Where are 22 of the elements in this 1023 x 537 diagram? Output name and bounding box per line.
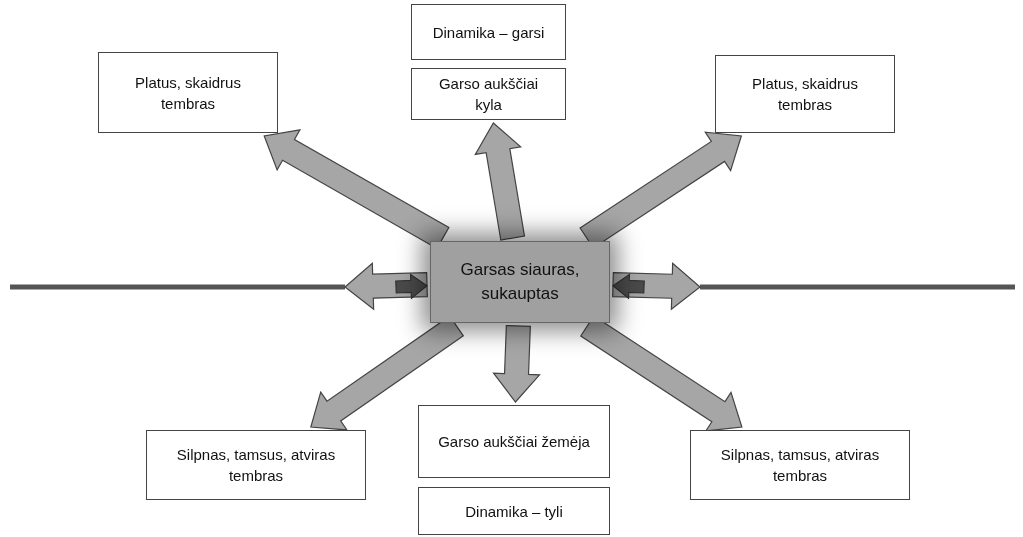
box-text: Dinamika – tyli xyxy=(465,501,563,522)
text-box xyxy=(690,430,910,500)
box-text: Silpnas, tamsus, atviras tembras xyxy=(175,445,337,486)
box-text: Silpnas, tamsus, atviras tembras xyxy=(719,445,881,486)
block-arrow xyxy=(492,324,541,403)
box-text: Garso aukščiai žemėja xyxy=(438,432,590,452)
text-box xyxy=(418,405,610,478)
box-text: Platus, skaidrus tembras xyxy=(134,72,242,114)
center-box xyxy=(430,241,610,323)
box-text: Platus, skaidrus tembras xyxy=(751,74,859,115)
box-text: Garso aukščiai kyla xyxy=(437,74,540,115)
box-text: Garsas siauras, sukauptas xyxy=(459,259,581,305)
text-box xyxy=(146,430,366,500)
text-box xyxy=(411,68,566,120)
block-arrow xyxy=(395,273,428,300)
text-box xyxy=(411,4,566,60)
box-text: Dinamika – garsi xyxy=(432,22,545,43)
text-box xyxy=(715,55,895,133)
text-box xyxy=(418,487,610,535)
text-box xyxy=(98,52,278,133)
block-arrow xyxy=(612,273,645,300)
block-arrow xyxy=(474,122,526,241)
